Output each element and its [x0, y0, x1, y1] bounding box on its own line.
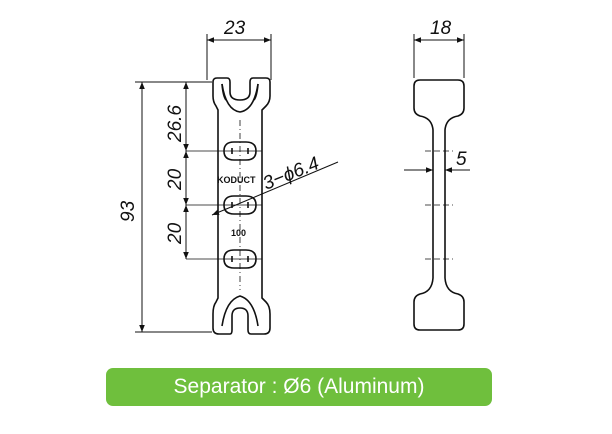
separator-side-outline	[413, 79, 465, 331]
caption-badge: Separator : Ø6 (Aluminum)	[106, 368, 492, 406]
front-width-dim: 23	[223, 18, 246, 39]
front-height-dim: 93	[118, 200, 139, 222]
hole-dim: 3−ϕ6.4	[260, 153, 322, 194]
brand-mark: KODUCT	[217, 175, 256, 185]
technical-drawing: 23 93 26.6 20 20 3−ϕ6.4 KODUCT 100 18 5	[118, 18, 470, 335]
side-width-dim: 18	[430, 18, 452, 39]
caption-text: Separator : Ø6 (Aluminum)	[173, 375, 425, 398]
side-dimensions	[404, 34, 470, 173]
front-view	[186, 77, 271, 335]
separator-front-outline	[212, 77, 271, 335]
model-mark: 100	[231, 228, 246, 238]
pitch-dim-2: 20	[165, 222, 186, 245]
front-dimensions	[135, 34, 339, 333]
top-pitch-dim: 26.6	[165, 105, 186, 143]
side-web-dim: 5	[456, 149, 467, 170]
side-view	[413, 79, 465, 331]
pitch-dim-1: 20	[165, 168, 186, 191]
